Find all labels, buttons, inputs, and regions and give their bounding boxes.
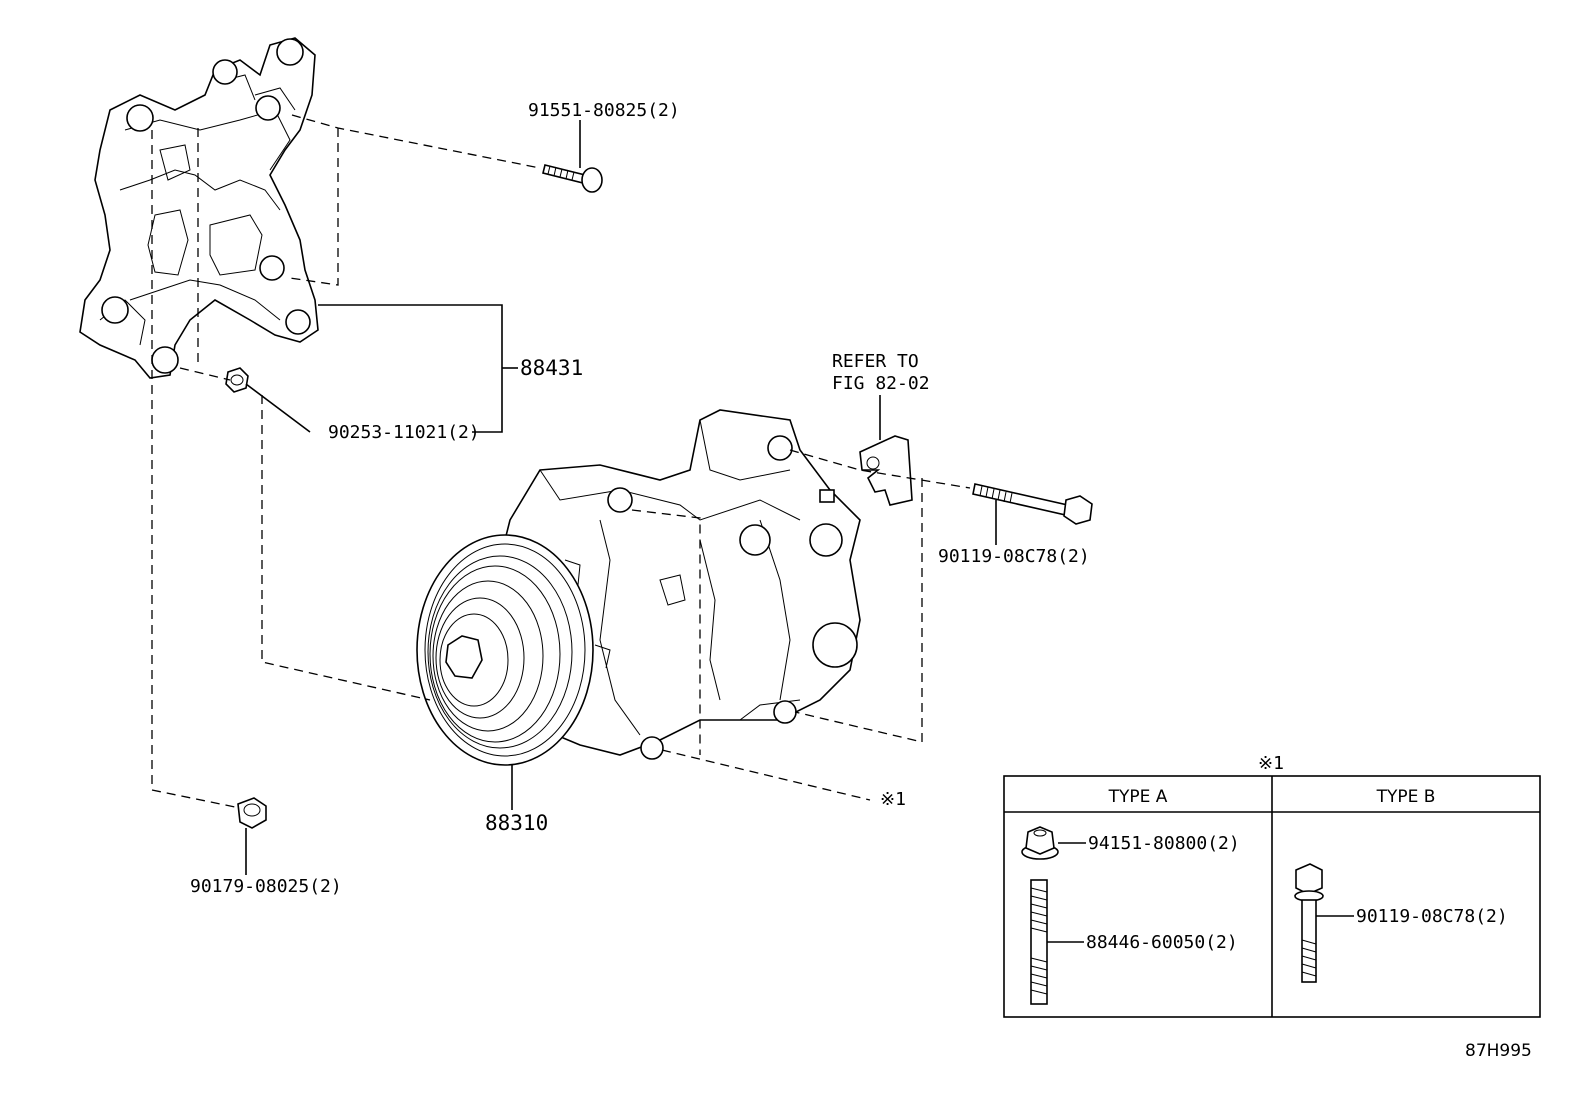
inset-table: ※1 TYPE A TYPE B 94151-80800(2) 88446-60…	[1003, 753, 1541, 1018]
compressor-88310	[416, 409, 861, 766]
label-90253-11021: 90253-11021(2)	[328, 422, 480, 443]
label-88446-60050: 88446-60050(2)	[1086, 932, 1238, 953]
bolt-91551	[542, 164, 603, 193]
stud-88446	[1030, 879, 1048, 1005]
bracket-88431	[79, 37, 319, 379]
inset-mark: ※1	[1258, 753, 1284, 774]
label-90119-08c78-top: 90119-08C78(2)	[938, 546, 1090, 567]
illustration-code: 87H995	[1465, 1041, 1532, 1061]
dashed-lines	[151, 114, 971, 809]
label-88431: 88431	[520, 356, 583, 380]
leader-lines	[245, 120, 997, 875]
label-91551-80825: 91551-80825(2)	[528, 100, 680, 121]
label-fig-82-02: FIG 82-02	[832, 373, 930, 394]
bolt-90119	[972, 483, 1093, 525]
nut-90253	[225, 367, 249, 393]
bolt-90119-inset	[1294, 863, 1324, 983]
nut-94151	[1021, 826, 1059, 860]
label-94151-80800: 94151-80800(2)	[1088, 833, 1240, 854]
inset-type-b-header: TYPE B	[1376, 787, 1436, 807]
label-90119-08c78-inset: 90119-08C78(2)	[1356, 906, 1508, 927]
inset-type-a-header: TYPE A	[1108, 787, 1168, 807]
nut-90179	[237, 797, 267, 829]
label-88310: 88310	[485, 811, 548, 835]
label-mark-ref: ※1	[880, 789, 906, 810]
label-refer-to: REFER TO	[832, 351, 919, 372]
refer-bracket	[859, 435, 913, 506]
label-90179-08025: 90179-08025(2)	[190, 876, 342, 897]
